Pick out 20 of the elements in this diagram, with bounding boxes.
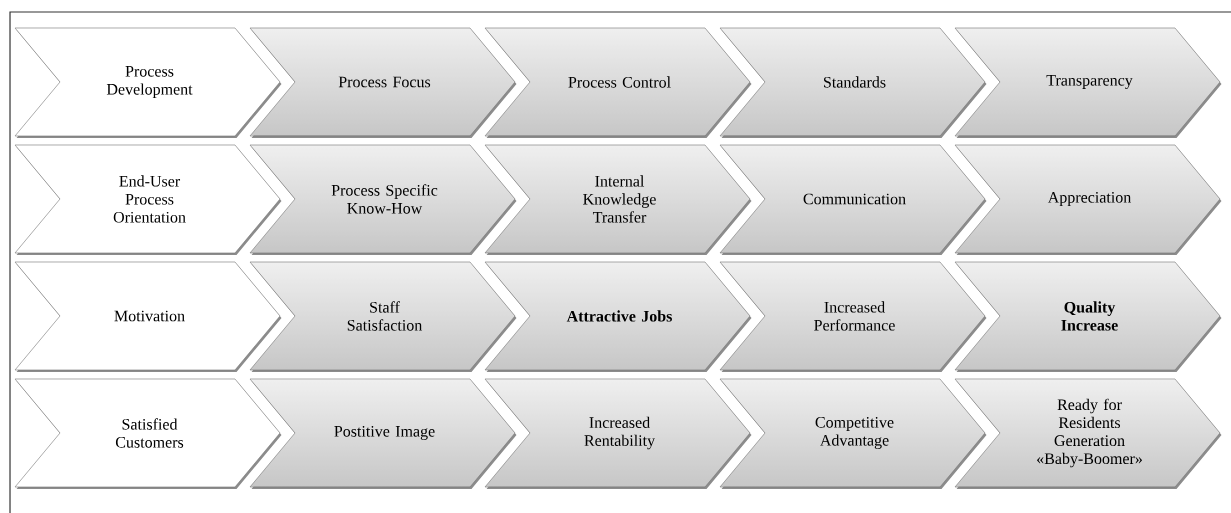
process-step-box: Internal Knowledge Transfer	[484, 144, 752, 255]
process-step-box: Process Development	[14, 27, 282, 138]
process-step-box: Increased Rentability	[484, 378, 752, 489]
process-step-box: End-User Process Orientation	[14, 144, 282, 255]
process-step-box: Attractive Jobs	[484, 261, 752, 372]
process-step-box: Satisfied Customers	[14, 378, 282, 489]
process-step-box: Postitive Image	[249, 378, 517, 489]
process-step-box: Standards	[719, 27, 987, 138]
process-step-box: Process Focus	[249, 27, 517, 138]
process-step-box: Process Specific Know-How	[249, 144, 517, 255]
process-step-box: Transparency	[954, 27, 1222, 138]
process-step-box: Increased Performance	[719, 261, 987, 372]
process-step-box: Appreciation	[954, 144, 1222, 255]
process-step-box: Ready for Residents Generation «Baby-Boomer»	[954, 378, 1222, 489]
process-step-box: Process Control	[484, 27, 752, 138]
process-step-box: Motivation	[14, 261, 282, 372]
process-step-box: Quality Increase	[954, 261, 1222, 372]
process-step-box: Staff Satisfaction	[249, 261, 517, 372]
process-step-box: Competitive Advantage	[719, 378, 987, 489]
process-step-box: Communication	[719, 144, 987, 255]
